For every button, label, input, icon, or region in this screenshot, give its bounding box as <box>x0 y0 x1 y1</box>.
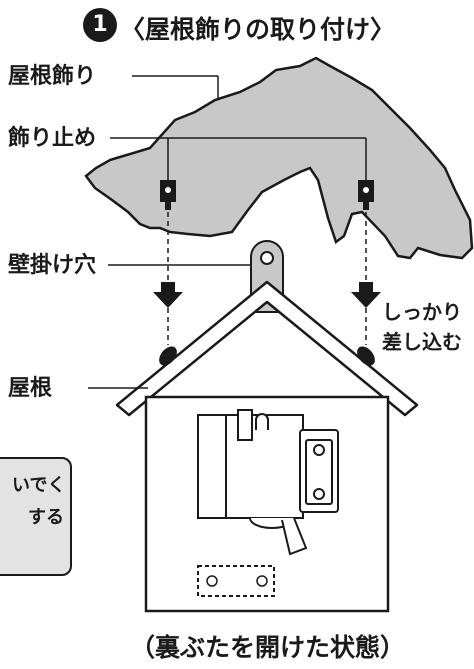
note-line-2: する <box>28 507 64 528</box>
label-insert-firmly-line2: 差し込む <box>382 330 462 354</box>
note-line-1: いでく <box>12 475 66 496</box>
caption: （裏ぶたを開けた状態） <box>130 633 406 662</box>
label-roof: 屋根 <box>8 376 53 401</box>
ornament-stopper-left <box>160 180 176 210</box>
step-title: 〈屋根飾りの取り付け〉 <box>120 15 396 44</box>
arrow-down-icon <box>351 282 381 308</box>
ornament-stopper-right <box>358 180 374 210</box>
arrow-down-icon <box>153 282 183 308</box>
roof-slot-left <box>159 346 177 366</box>
roof-ornament-shape <box>84 56 474 260</box>
label-ornament-stopper: 飾り止め <box>8 126 97 151</box>
roof-slot-right <box>357 346 375 366</box>
house-roof <box>115 280 419 417</box>
wall-hanging-hole <box>260 251 274 265</box>
clock-movement <box>197 409 339 556</box>
battery-icon <box>197 565 275 597</box>
step-number-badge: 1 <box>83 8 117 42</box>
label-roof-ornament: 屋根飾り <box>8 64 97 89</box>
note-box: いでく する <box>0 457 72 576</box>
label-insert-firmly-line1: しっかり <box>382 300 462 324</box>
label-wall-hanging-hole: 壁掛け穴 <box>8 253 97 278</box>
